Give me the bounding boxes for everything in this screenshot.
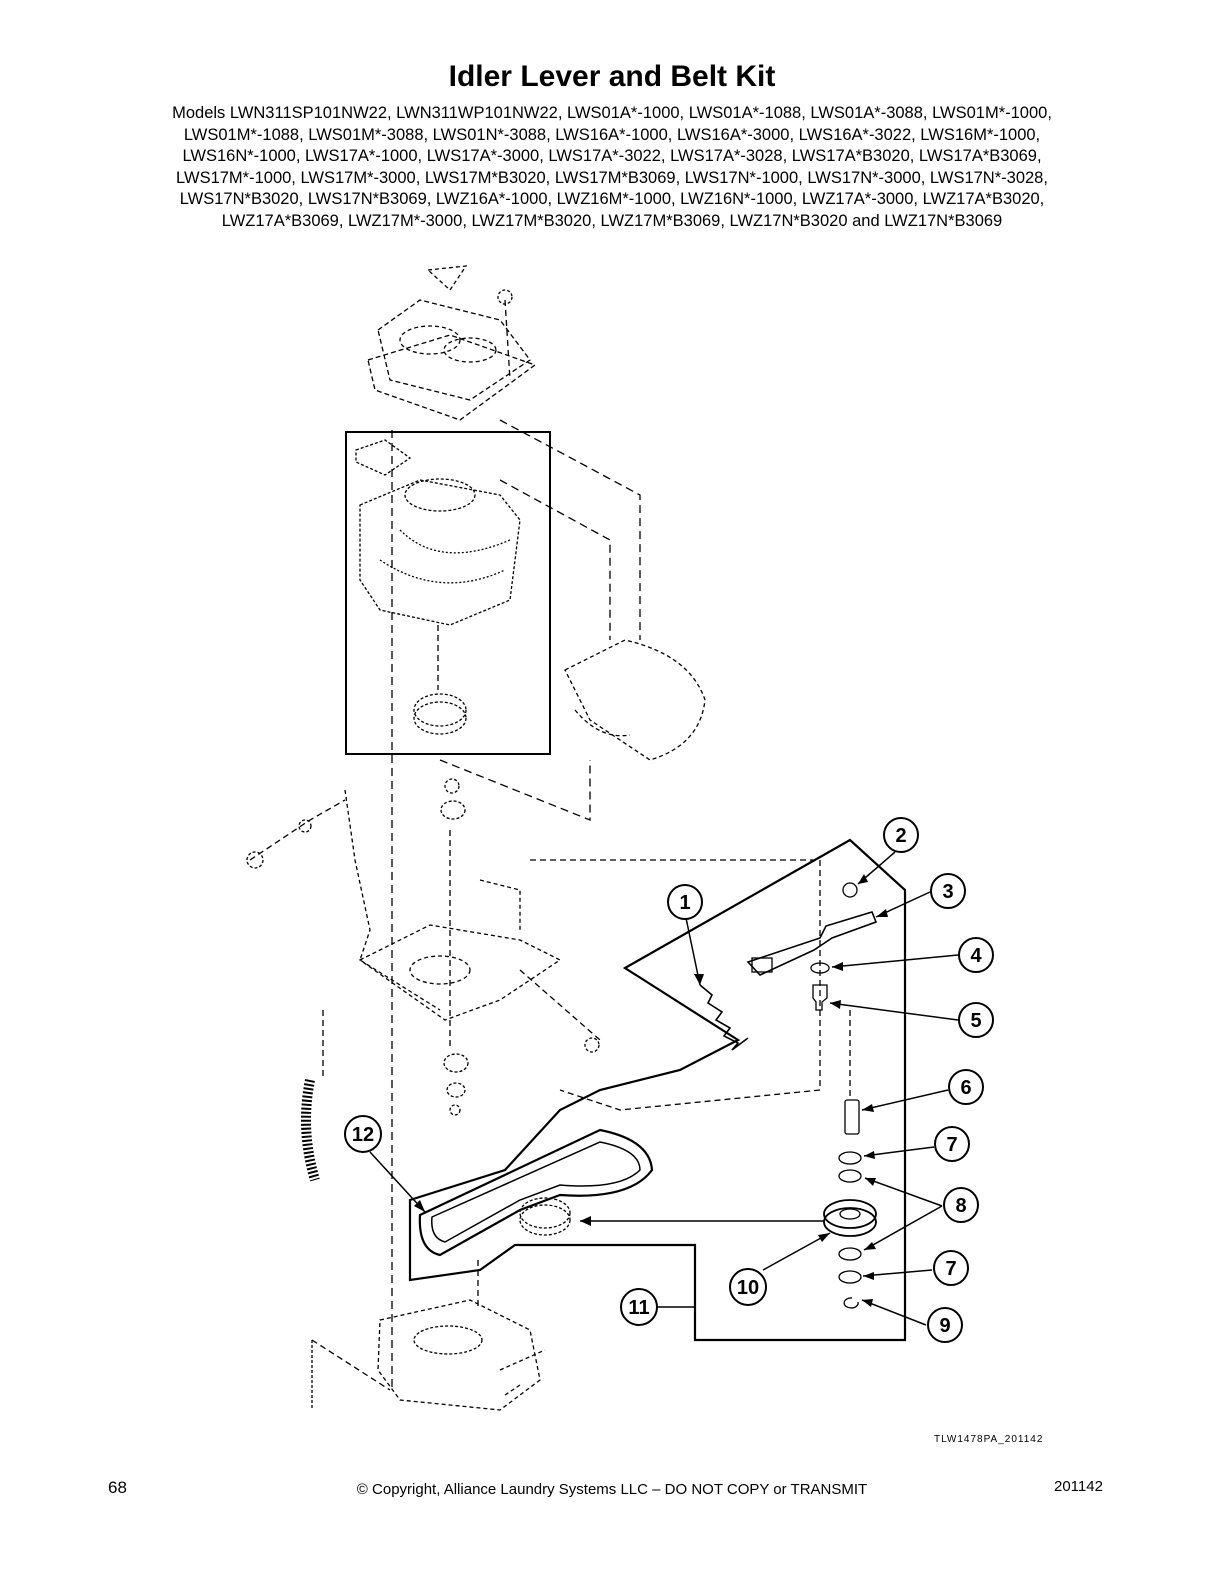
copyright-notice: © Copyright, Alliance Laundry Systems LL… — [356, 1481, 868, 1498]
models-line: LWZ17A*B3069, LWZ17M*-3000, LWZ17M*B3020… — [221, 211, 1003, 230]
callout-label: 10 — [737, 1277, 759, 1299]
callout-label: 5 — [970, 1010, 981, 1032]
callout-label: 7 — [946, 1134, 957, 1156]
callout-label: 7 — [945, 1258, 956, 1280]
callout-label: 1 — [679, 892, 690, 914]
callout-1: 1 — [667, 884, 703, 920]
callout-6: 6 — [948, 1069, 984, 1105]
pulley-washers-part — [440, 778, 469, 1116]
page-number: 68 — [108, 1478, 127, 1497]
idler-lever-part — [746, 882, 878, 976]
callout-label: 2 — [895, 825, 906, 847]
mounting-bracket-part — [246, 789, 821, 1111]
models-line: LWS01M*-1088, LWS01M*-3088, LWS01N*-3088… — [183, 125, 1041, 144]
callout-label: 9 — [939, 1315, 950, 1337]
callout-3: 3 — [930, 873, 966, 909]
callout-10: 10 — [729, 1268, 767, 1306]
models-line: Models LWN311SP101NW22, LWN311WP101NW22,… — [172, 104, 1052, 122]
motor-assembly — [345, 431, 551, 755]
callout-label: 6 — [960, 1077, 971, 1099]
callout-label: 3 — [942, 881, 953, 903]
spring-part — [699, 984, 749, 1051]
leader-arrowheads — [414, 874, 888, 1307]
callout-label: 12 — [352, 1124, 374, 1146]
pump-part — [311, 1260, 546, 1411]
hose-part — [301, 1010, 324, 1182]
leader-lines — [369, 851, 959, 1326]
callout-7a: 7 — [934, 1126, 970, 1162]
top-cover-part — [367, 265, 537, 421]
callout-12: 12 — [344, 1115, 382, 1153]
callout-markers: 1 2 3 4 5 6 7 8 — [344, 817, 994, 1343]
callout-9: 9 — [927, 1307, 963, 1343]
callout-11: 11 — [620, 1288, 658, 1326]
callout-4: 4 — [958, 937, 994, 973]
models-list: Models LWN311SP101NW22, LWN311WP101NW22,… — [110, 103, 1114, 232]
models-line: LWS17M*-1000, LWS17M*-3000, LWS17M*B3020… — [176, 168, 1048, 187]
page-title: Idler Lever and Belt Kit — [448, 60, 776, 93]
models-line: LWS16N*-1000, LWS17A*-1000, LWS17A*-3000… — [182, 147, 1042, 165]
callout-2: 2 — [883, 817, 919, 853]
belt-part — [418, 1128, 654, 1257]
callout-label: 11 — [628, 1297, 649, 1319]
models-line: LWS17N*B3020, LWS17N*B3069, LWZ16A*-1000… — [179, 190, 1045, 208]
callout-label: 4 — [970, 945, 982, 967]
callout-7b: 7 — [933, 1250, 969, 1286]
callout-label: 8 — [955, 1195, 966, 1217]
document-number: 201142 — [1054, 1478, 1103, 1495]
belt-shield-part — [439, 419, 706, 821]
idler-pulley-stack — [810, 962, 877, 1309]
kit-boundary-outline — [408, 838, 907, 1342]
figure-code: TLW1478PA_201142 — [934, 1434, 1044, 1445]
callout-8: 8 — [943, 1187, 979, 1223]
callout-5: 5 — [958, 1002, 994, 1038]
